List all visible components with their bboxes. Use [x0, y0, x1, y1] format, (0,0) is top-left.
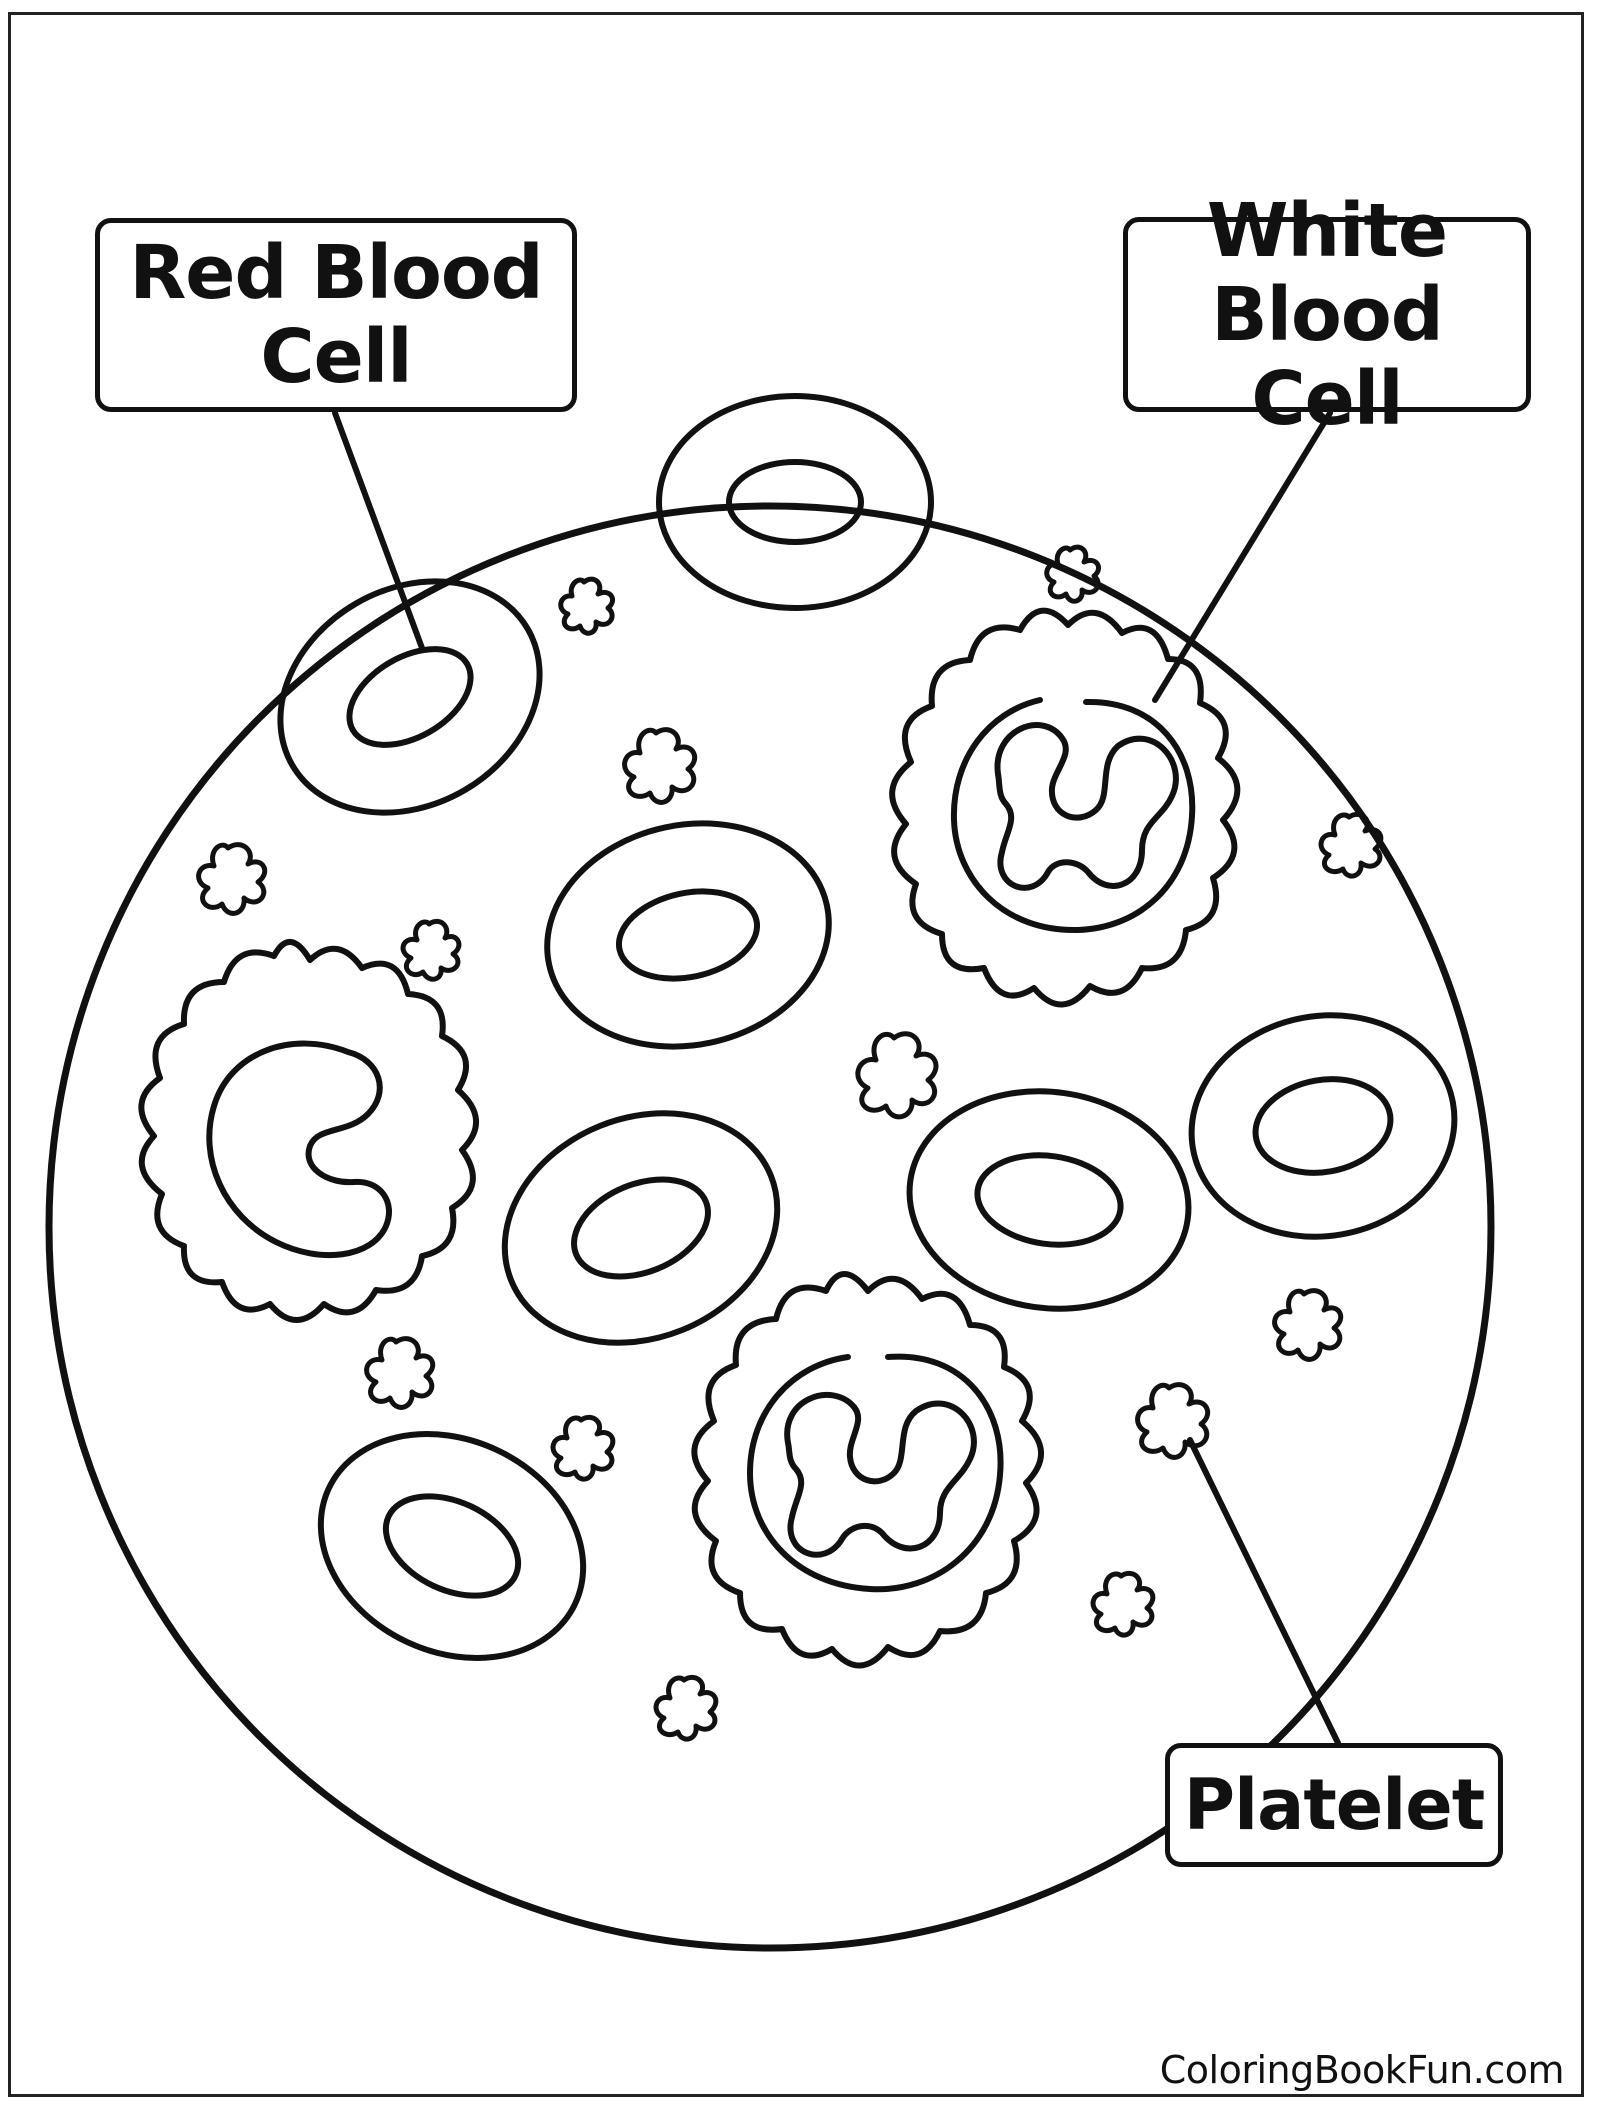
white-blood-cell — [138, 939, 480, 1323]
platelet-label-text: Platelet — [1183, 1764, 1485, 1846]
platelet — [364, 1336, 436, 1410]
white-blood-cell — [691, 1271, 1044, 1669]
platelet — [653, 1674, 719, 1742]
platelet — [550, 1414, 616, 1482]
leader-line-wbc — [1152, 410, 1333, 703]
red-blood-cell — [656, 393, 934, 611]
website-credit: ColoringBookFun.com — [1159, 2048, 1565, 2092]
platelet-label: Platelet — [1165, 1743, 1503, 1867]
platelet — [1135, 1382, 1211, 1460]
platelet — [855, 1031, 939, 1120]
red-blood-cell — [277, 578, 543, 816]
leader-line-rbc — [332, 410, 425, 651]
white-blood-cell-label-text: White Blood Cell — [1206, 187, 1448, 442]
sample-circle — [45, 502, 1495, 1952]
white-blood-cell-label: White Blood Cell — [1123, 189, 1531, 441]
red-blood-cell — [906, 1088, 1192, 1312]
red-blood-cell — [317, 1431, 587, 1661]
red-blood-cell — [1188, 1012, 1458, 1240]
platelet — [1318, 811, 1384, 879]
platelet — [558, 576, 615, 636]
red-blood-cell-label: Red Blood Cell — [95, 218, 577, 412]
leader-line-platelet — [1187, 1437, 1341, 1746]
red-blood-cell — [544, 820, 832, 1050]
red-blood-cell — [501, 1110, 781, 1346]
red-blood-cell-label-text: Red Blood Cell — [129, 230, 543, 400]
platelet — [1090, 1570, 1156, 1638]
platelet — [1272, 1288, 1344, 1362]
platelet — [400, 918, 462, 982]
platelet-shapes — [196, 544, 1384, 1742]
platelet — [196, 842, 268, 916]
white-blood-cell — [889, 607, 1241, 1008]
platelet — [622, 727, 698, 805]
platelet — [1044, 544, 1101, 604]
